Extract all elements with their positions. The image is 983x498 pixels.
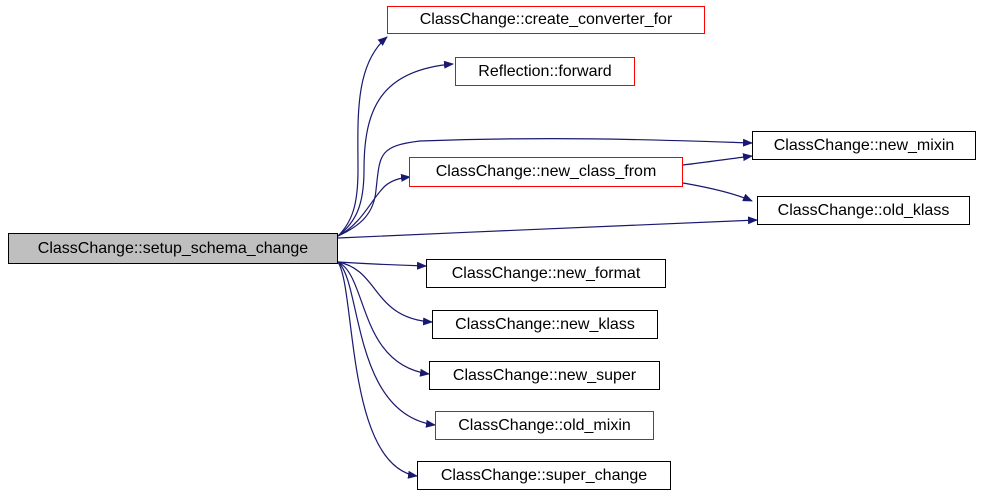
- edge-to-new-mixin: [337, 138, 753, 237]
- edge-to-new-klass: [337, 261, 433, 326]
- edge-to-new-class-from: [337, 173, 411, 237]
- node-new-super[interactable]: ClassChange::new_super: [429, 361, 660, 390]
- node-super-change[interactable]: ClassChange::super_change: [417, 461, 671, 490]
- node-old-klass[interactable]: ClassChange::old_klass: [757, 196, 970, 225]
- node-create-converter-for[interactable]: ClassChange::create_converter_for: [387, 6, 705, 34]
- edge-new-class-from-to-new-mixin: [682, 153, 753, 166]
- edge-to-super-change: [337, 261, 418, 479]
- node-new-format[interactable]: ClassChange::new_format: [426, 259, 666, 288]
- edge-to-create-converter-for: [337, 36, 388, 237]
- edge-new-class-from-to-old-klass: [682, 182, 753, 202]
- edge-to-reflection-forward: [337, 60, 454, 237]
- node-new-klass[interactable]: ClassChange::new_klass: [432, 310, 658, 339]
- edge-to-new-super: [337, 261, 430, 377]
- node-new-mixin[interactable]: ClassChange::new_mixin: [752, 131, 976, 160]
- node-new-class-from[interactable]: ClassChange::new_class_from: [409, 157, 683, 187]
- node-reflection-forward[interactable]: Reflection::forward: [455, 57, 635, 86]
- node-setup-schema-change: ClassChange::setup_schema_change: [8, 233, 338, 264]
- edge-to-old-klass: [337, 216, 758, 239]
- edge-to-new-format: [337, 261, 427, 270]
- edge-to-old-mixin: [337, 261, 436, 428]
- node-old-mixin[interactable]: ClassChange::old_mixin: [435, 411, 654, 440]
